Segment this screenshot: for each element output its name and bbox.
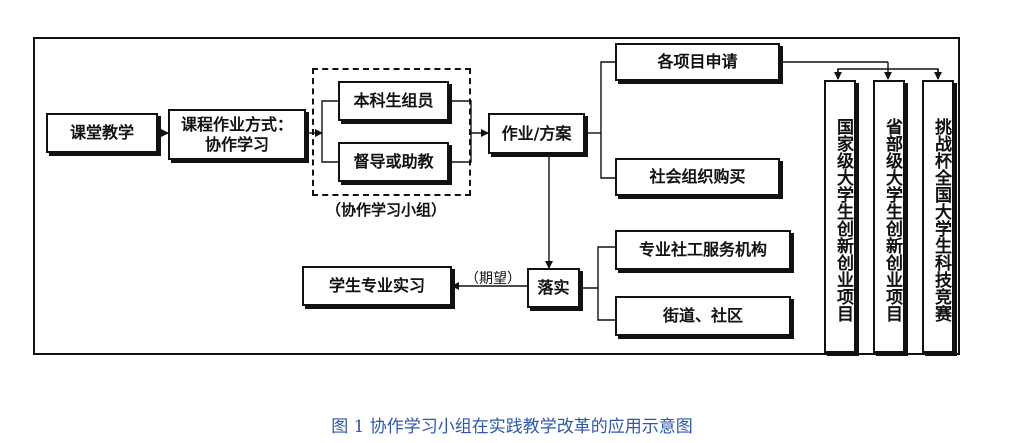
assignment-plan-box: 作业/方案 — [488, 113, 585, 154]
street-community-box: 街道、社区 — [615, 296, 791, 336]
bracket-group-left — [321, 100, 338, 163]
figure-caption: 图 1 协作学习小组在实践教学改革的应用示意图 — [331, 417, 693, 437]
bracket-assignment-fork — [600, 61, 615, 179]
social-org-purchase-box: 社会组织购买 — [615, 158, 780, 196]
national-project-box: 国家级大学生创新创业项目 — [824, 80, 856, 353]
challenge-cup-box: 挑战杯全国大学生科技竞赛 — [922, 80, 954, 353]
provincial-project-box: 省部级大学生创新创业项目 — [873, 80, 905, 353]
outer-frame — [33, 37, 960, 355]
collaborative-group-label: （协作学习小组） — [326, 201, 447, 219]
classroom-teaching-box: 课堂教学 — [46, 113, 158, 153]
expectation-label: （期望） — [465, 271, 521, 287]
student-internship-box: 学生专业实习 — [302, 266, 452, 306]
social-work-agency-box: 专业社工服务机构 — [615, 230, 791, 270]
bracket-implementation-fork — [597, 246, 615, 321]
project-application-box: 各项目申请 — [615, 43, 780, 81]
supervisor-assistant-box: 督导或助教 — [338, 142, 449, 182]
bracket-group-right — [449, 100, 472, 163]
implementation-box: 落实 — [527, 268, 580, 308]
collaborative-group-border — [312, 68, 471, 196]
coursework-method-box: 课程作业方式： 协作学习 — [168, 109, 306, 160]
undergrad-members-box: 本科生组员 — [338, 81, 449, 121]
